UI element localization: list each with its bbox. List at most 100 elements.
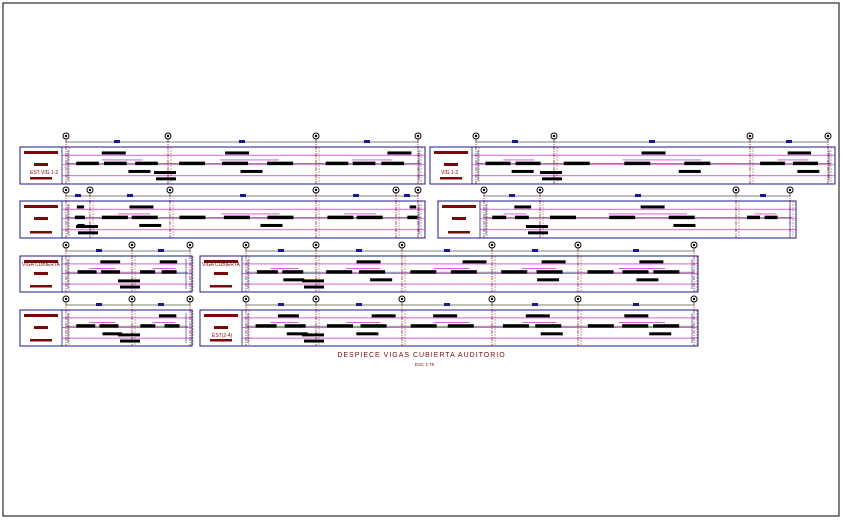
- axis-bubble-dot: [826, 134, 830, 138]
- rebar-stack: [118, 333, 140, 337]
- rebar-segment: [360, 324, 387, 328]
- rebar-top: [462, 260, 487, 264]
- rebar-stack: [78, 231, 98, 235]
- rebar-segment: [668, 215, 695, 220]
- rebar-bottom: [260, 223, 283, 227]
- axis-bubble-dot: [88, 188, 92, 192]
- rebar-bottom: [139, 223, 162, 227]
- label-box: [34, 272, 48, 275]
- label-box: [30, 231, 52, 234]
- rebar-segment: [450, 270, 477, 274]
- rebar-bottom: [537, 278, 560, 282]
- rebar-top: [640, 205, 665, 209]
- dimension-tick: [158, 303, 164, 306]
- label-box: [24, 205, 58, 208]
- axis-bubble-dot: [734, 188, 738, 192]
- rebar-stack: [302, 333, 324, 337]
- rebar-top: [159, 260, 178, 264]
- label-box: [210, 339, 232, 342]
- dimension-tick: [96, 303, 102, 306]
- rebar-segment: [326, 270, 353, 274]
- rebar-top: [129, 205, 154, 209]
- axis-bubble-dot: [244, 243, 248, 247]
- rebar-segment: [609, 215, 636, 220]
- axis-bubble-dot: [394, 188, 398, 192]
- dimension-tick: [532, 303, 538, 306]
- axis-bubble-dot: [490, 243, 494, 247]
- rebar-segment: [101, 215, 128, 220]
- label-box: [30, 339, 52, 342]
- drawing-title: DESPIECE VIGAS CUBIERTA AUDITORIO: [337, 352, 506, 359]
- rebar-segment: [267, 161, 294, 166]
- axis-bubble-dot: [400, 297, 404, 301]
- rebar-stack: [302, 279, 324, 283]
- beam-panel-frame: [19, 146, 426, 185]
- axis-bubble-dot: [64, 297, 68, 301]
- dimension-tick: [114, 140, 120, 143]
- label-box: [448, 231, 470, 234]
- rebar-segment: [76, 161, 99, 166]
- rebar-stack: [154, 171, 176, 175]
- beam-panel-frame: [19, 309, 193, 347]
- beam-panel-frame: [199, 255, 699, 293]
- rebar-bottom: [649, 332, 672, 336]
- axis-bubble-dot: [64, 134, 68, 138]
- rebar-segment: [77, 270, 97, 274]
- label-box: [204, 260, 238, 263]
- label-box: [34, 217, 48, 220]
- drawing-scale: ESC 1:75: [414, 362, 435, 367]
- rebar-segment: [359, 270, 386, 274]
- axis-bubble-dot: [576, 297, 580, 301]
- rebar-segment: [179, 215, 206, 220]
- dimension-tick: [635, 194, 641, 197]
- rebar-segment: [327, 215, 354, 220]
- rebar-segment: [104, 161, 127, 166]
- rebar-segment: [326, 324, 353, 328]
- dimension-tick: [353, 194, 359, 197]
- axis-bubble-dot: [168, 188, 172, 192]
- rebar-bottom: [673, 223, 696, 227]
- axis-bubble-dot: [692, 297, 696, 301]
- rebar-top: [787, 151, 812, 155]
- rebar-segment: [223, 215, 250, 220]
- label-box: [452, 217, 466, 220]
- axis-bubble-dot: [314, 188, 318, 192]
- rebar-segment: [587, 270, 614, 274]
- rebar-top: [433, 314, 458, 318]
- axis-bubble-dot: [130, 297, 134, 301]
- rebar-segment: [140, 324, 156, 328]
- rebar-top: [101, 151, 126, 155]
- rebar-stack: [540, 171, 562, 175]
- rebar-bottom: [511, 169, 534, 173]
- label-box: [210, 285, 232, 288]
- rebar-stack: [304, 339, 324, 343]
- rebar-segment: [622, 270, 649, 274]
- rebar-segment: [164, 324, 180, 328]
- rebar-top: [624, 314, 649, 318]
- rebar-top: [76, 205, 85, 209]
- rebar-segment: [410, 324, 437, 328]
- beam-panel-frame: [19, 255, 193, 293]
- rebar-segment: [764, 215, 778, 220]
- dimension-tick: [760, 194, 766, 197]
- rebar-segment: [410, 270, 437, 274]
- rebar-segment: [222, 161, 249, 166]
- dimension-tick: [444, 249, 450, 252]
- rebar-segment: [140, 270, 156, 274]
- rebar-segment: [563, 161, 590, 166]
- rebar-stack: [120, 285, 140, 289]
- rebar-segment: [325, 161, 349, 166]
- label-box: [214, 326, 228, 329]
- label-box: [30, 177, 52, 180]
- rebar-segment: [99, 324, 119, 328]
- axis-bubble-dot: [490, 297, 494, 301]
- axis-bubble-dot: [130, 243, 134, 247]
- rebar-segment: [352, 161, 376, 166]
- dimension-tick: [512, 140, 518, 143]
- rebar-segment: [514, 215, 529, 220]
- rebar-segment: [485, 161, 511, 166]
- rebar-segment: [179, 161, 206, 166]
- axis-bubble-dot: [188, 243, 192, 247]
- rebar-segment: [536, 270, 563, 274]
